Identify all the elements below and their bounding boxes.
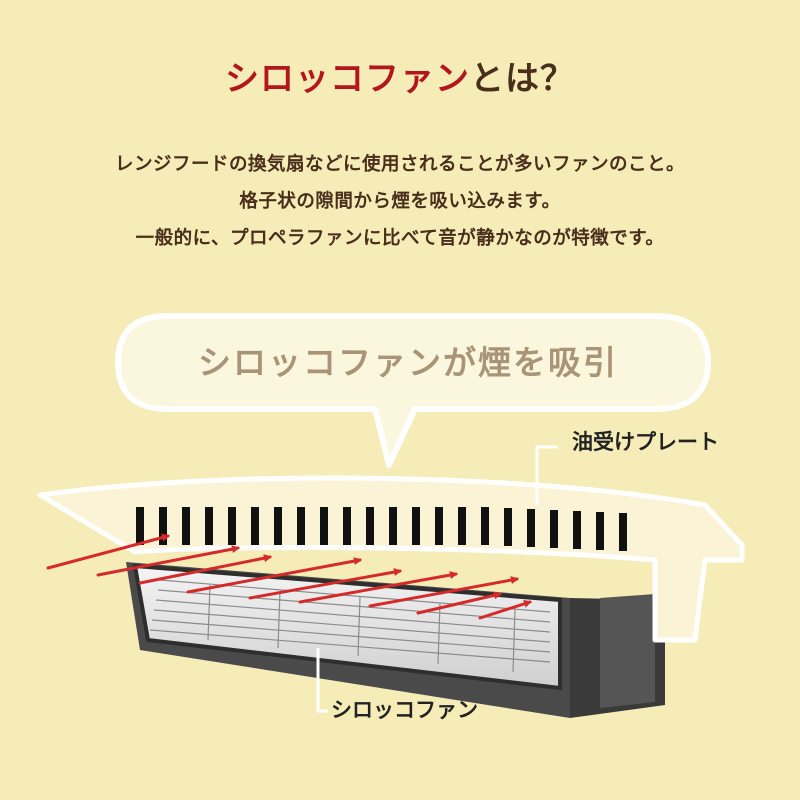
speech-bubble	[115, 313, 711, 468]
bubble-text: シロッコファンが煙を吸引	[198, 343, 618, 382]
leader-lines	[316, 445, 558, 713]
description-line-2: 格子状の隙間から煙を吸い込みます。	[239, 191, 561, 212]
suction-arrows	[46, 533, 532, 620]
title-rest: とは？	[470, 59, 575, 99]
description-line-3: 一般的に、プロペラファンに比べて音が静かなのが特徴です。	[135, 228, 665, 249]
oil-plate	[37, 475, 745, 643]
grille-slots	[136, 507, 627, 551]
page-title: シロッコファンとは？	[0, 62, 800, 96]
oil-plate-label: 油受けプレート	[572, 430, 719, 454]
sirocco-fan-label: シロッコファン	[331, 698, 478, 722]
sirocco-fan-housing	[126, 562, 665, 718]
description-line-1: レンジフードの換気扇などに使用されることが多いファンのこと。	[114, 154, 685, 175]
description: レンジフードの換気扇などに使用されることが多いファンのこと。 格子状の隙間から煙…	[0, 146, 800, 257]
title-accent: シロッコファン	[225, 59, 470, 99]
